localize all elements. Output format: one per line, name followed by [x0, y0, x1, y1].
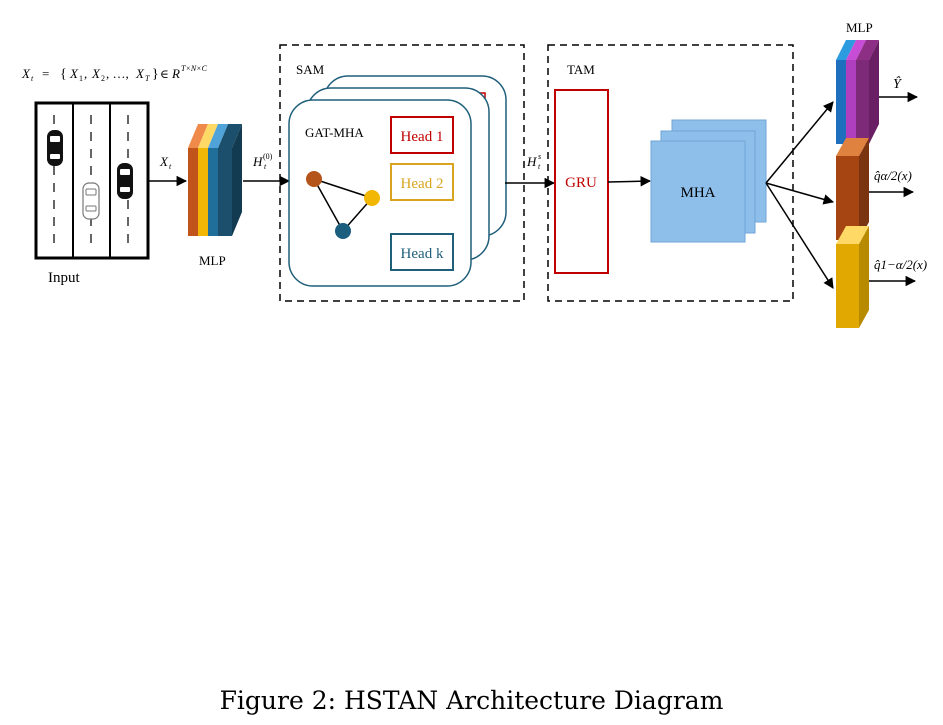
svg-text:H: H [252, 154, 263, 169]
gru-box [554, 89, 609, 274]
svg-text:R: R [171, 66, 180, 81]
road-input-image [34, 101, 150, 260]
sam-title: SAM [296, 62, 325, 77]
edge-label-h0: H t (0) [252, 152, 273, 171]
svg-text:X: X [159, 154, 169, 169]
svg-text:t: t [31, 74, 34, 83]
input-label: Input [48, 270, 80, 286]
mha-label: MHA [680, 185, 715, 201]
gat-mha-label: GAT-MHA [305, 125, 364, 140]
arrow-to-output-3 [765, 182, 834, 289]
svg-text:T: T [145, 74, 150, 83]
car-icon [47, 130, 63, 166]
output-q-high-label: q̂1−α/2(x) [874, 257, 927, 272]
tam-module-box [547, 44, 794, 302]
sam-module-box [279, 44, 525, 302]
svg-text:∈: ∈ [160, 67, 169, 81]
graph-node-teal [335, 223, 351, 239]
output-block-q-high [836, 226, 869, 328]
svg-text:=: = [42, 66, 49, 81]
svg-text:X: X [69, 66, 79, 81]
car-icon [117, 163, 133, 199]
tam-title: TAM [567, 62, 595, 77]
svg-text:t: t [264, 162, 267, 171]
svg-text:}: } [152, 67, 159, 82]
svg-text:, …,: , …, [106, 66, 129, 81]
output-block-q-low [836, 138, 869, 240]
svg-text:X: X [135, 66, 145, 81]
svg-text:2: 2 [101, 74, 105, 83]
output-block-y [836, 40, 879, 144]
input-formula: X t = { X 1 , X 2 , …, X T } ∈ R T×N×C [21, 64, 208, 83]
svg-text:1: 1 [79, 74, 83, 83]
head-1-box [390, 116, 454, 154]
svg-text:s: s [538, 152, 541, 161]
svg-text:H: H [526, 154, 537, 169]
head-2-box [390, 163, 454, 201]
head-2-label: Head 2 [401, 176, 444, 192]
mlp-input-label: MLP [199, 253, 226, 268]
head-1-label: Head 1 [401, 129, 444, 145]
svg-text:t: t [538, 162, 541, 171]
head-k-label: Head k [401, 246, 444, 262]
graph-nodes [306, 171, 380, 239]
arrow-to-output-1 [765, 101, 834, 184]
car-icon [82, 182, 100, 220]
mlp-output-label: MLP [846, 20, 873, 35]
edge-label-hs: H t s [526, 152, 541, 171]
svg-text:{: { [60, 67, 67, 82]
arrow-to-output-2 [765, 182, 835, 205]
svg-text:X: X [21, 66, 31, 81]
svg-text:(0): (0) [263, 152, 273, 161]
svg-text:X: X [91, 66, 101, 81]
output-y-label: Ŷ [893, 75, 903, 92]
svg-text:,: , [84, 66, 87, 81]
mha-block [650, 140, 746, 243]
svg-text:t: t [169, 162, 172, 171]
mlp-input-block [188, 124, 242, 236]
arrow-gru-to-mha [607, 175, 652, 187]
edge-label-xt: X t [159, 154, 172, 171]
graph-node-orange [306, 171, 322, 187]
graph-node-yellow [364, 190, 380, 206]
output-q-low-label: q̂α/2(x) [874, 168, 912, 183]
svg-text:T×N×C: T×N×C [181, 64, 208, 73]
gru-label: GRU [565, 175, 597, 191]
head-k-box [390, 233, 454, 271]
figure-caption: Figure 2: HSTAN Architecture Diagram [219, 686, 724, 715]
